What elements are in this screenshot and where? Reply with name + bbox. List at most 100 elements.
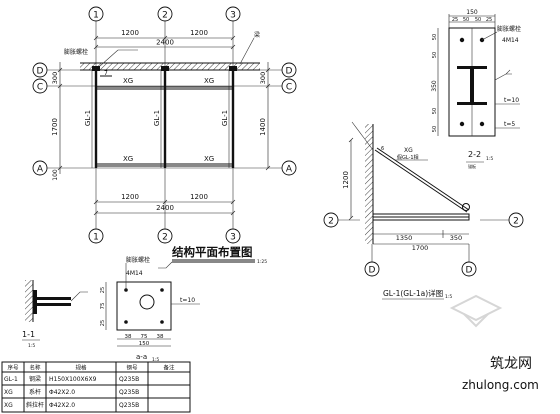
s22-bolt-spec: 4M14 bbox=[502, 37, 519, 44]
s22-t10: t=10 bbox=[504, 97, 519, 104]
s22-dim-s1: 50 bbox=[432, 34, 438, 40]
plate-dim-b1: 38 bbox=[125, 334, 132, 340]
svg-text:斜拉杆: 斜拉杆 bbox=[26, 401, 44, 409]
plan-dims-bottom: 1200 1200 2400 bbox=[93, 193, 236, 216]
svg-text:C: C bbox=[286, 83, 292, 93]
plan-view: 1 2 3 1 2 3 D C bbox=[32, 6, 297, 265]
plate-outline bbox=[116, 281, 172, 331]
label-xg-4: XG bbox=[204, 155, 214, 163]
s22-t5: t=5 bbox=[504, 121, 515, 128]
dim-bay-1-bottom: 1200 bbox=[121, 193, 139, 201]
elev-member-label: XG bbox=[404, 147, 413, 154]
label-xg-2: XG bbox=[204, 77, 214, 85]
plan-dims-top: 1200 1200 2400 bbox=[93, 29, 236, 50]
s22-dim-t3: 50 bbox=[475, 17, 481, 23]
elev-weld: 6 bbox=[381, 146, 384, 152]
s22-bolt-label: 膨胀螺栓 bbox=[497, 25, 521, 33]
plan-title: 结构平面布置图 bbox=[171, 245, 253, 259]
plan-scale: 1:25 bbox=[257, 259, 267, 265]
elev-scale: 1:5 bbox=[445, 294, 452, 300]
svg-text:3: 3 bbox=[230, 233, 236, 243]
wall-hatch bbox=[80, 63, 260, 70]
svg-text:Φ42X2.0: Φ42X2.0 bbox=[49, 389, 75, 396]
plate-dim-s1: 25 bbox=[100, 287, 106, 293]
plate-dim-total: 150 bbox=[139, 341, 150, 347]
grid-bubble-bottom-3: 3 bbox=[225, 228, 241, 244]
s22-scale: 1:5 bbox=[486, 156, 493, 162]
elev-dim-b: 350 bbox=[450, 234, 462, 242]
svg-text:Q235B: Q235B bbox=[119, 402, 139, 409]
plate-dim-b3: 38 bbox=[157, 334, 164, 340]
svg-text:2: 2 bbox=[162, 233, 168, 243]
grid-bubble-left-a: A bbox=[32, 160, 48, 176]
elev-dim-a: 1350 bbox=[396, 234, 413, 242]
plan-dims-left: 300 1700 100 bbox=[51, 62, 63, 181]
svg-text:GL-1: GL-1 bbox=[4, 376, 18, 383]
svg-text:2: 2 bbox=[162, 11, 168, 21]
label-gl1-1: GL-1 bbox=[84, 110, 92, 126]
svg-text:D: D bbox=[37, 67, 44, 77]
grid-bubble-bottom-2: 2 bbox=[157, 228, 173, 244]
svg-text:3: 3 bbox=[230, 11, 236, 21]
svg-text:Φ42X2.0: Φ42X2.0 bbox=[49, 402, 75, 409]
dim-bay-1: 1200 bbox=[121, 29, 139, 37]
elev-member-note: 假GL-1相 bbox=[397, 154, 419, 161]
grid-bubble-right-a: A bbox=[281, 160, 297, 176]
grid-bubble-top-1: 1 bbox=[88, 6, 104, 22]
elev-section-bubble-right: 2 bbox=[508, 212, 524, 228]
svg-text:Q235B: Q235B bbox=[119, 389, 139, 396]
plate-bolt-label: 膨胀螺栓 bbox=[126, 256, 150, 264]
elev-dim-total: 1700 bbox=[412, 244, 429, 252]
dim-bay-2-bottom: 1200 bbox=[190, 193, 208, 201]
table-header-steel: 钢号 bbox=[126, 364, 138, 372]
plate-bolt-spec: 4M14 bbox=[126, 270, 143, 277]
svg-text:系杆: 系杆 bbox=[29, 388, 41, 396]
svg-text:D: D bbox=[369, 266, 376, 276]
plan-dims-right: 300 1400 bbox=[259, 62, 271, 171]
s22-dim-s2: 50 bbox=[432, 52, 438, 58]
svg-text:C: C bbox=[37, 83, 43, 93]
dim-bay-2: 1200 bbox=[190, 29, 208, 37]
s22-dim-t1: 25 bbox=[452, 17, 458, 23]
s22-dim-s3: 350 bbox=[431, 80, 438, 92]
svg-text:D: D bbox=[286, 67, 293, 77]
s11-title: 1-1 bbox=[22, 330, 35, 339]
label-xg-3: XG bbox=[123, 155, 133, 163]
elev-grid-bubble-d1: D bbox=[364, 261, 380, 277]
elev-dim-h: 1200 bbox=[342, 171, 350, 189]
watermark-cn: 筑龙网 bbox=[490, 356, 532, 372]
grid-bubble-top-3: 3 bbox=[225, 6, 241, 22]
s22-plate-label: 锚板 bbox=[468, 163, 476, 169]
material-table: 序号 名称 规格 钢号 备注 GL-1 钢梁 H150X100X6X9 Q235… bbox=[1, 361, 191, 413]
svg-text:A: A bbox=[37, 165, 44, 175]
section-2-2: 150 25 50 50 25 50 50 350 50 50 膨胀螺栓 4M1… bbox=[431, 9, 521, 169]
svg-text:XG: XG bbox=[4, 402, 13, 409]
section-1-1: 1-1 1:5 bbox=[22, 280, 88, 349]
watermark-en: zhulong.com bbox=[462, 378, 539, 392]
s22-dim-s5: 50 bbox=[432, 126, 438, 132]
svg-text:2: 2 bbox=[513, 217, 519, 227]
grid-bubble-left-d: D bbox=[32, 62, 48, 78]
dim-right-1400: 1400 bbox=[259, 118, 267, 136]
svg-text:H150X100X6X9: H150X100X6X9 bbox=[49, 376, 97, 383]
label-xg-1: XG bbox=[123, 77, 133, 85]
dim-left-300: 300 bbox=[51, 72, 59, 84]
s22-dim-t4: 25 bbox=[486, 17, 492, 23]
svg-text:A: A bbox=[286, 165, 293, 175]
s22-dim-s4: 50 bbox=[432, 108, 438, 114]
svg-text:1: 1 bbox=[93, 233, 99, 243]
table-header-name: 名称 bbox=[29, 364, 41, 372]
plate-detail: 膨胀螺栓 4M14 t=10 25 75 25 38 75 38 150 a-a… bbox=[100, 256, 200, 363]
s22-dim-total: 150 bbox=[466, 9, 478, 16]
plate-dim-s2: 75 bbox=[100, 302, 106, 309]
svg-text:XG: XG bbox=[4, 389, 13, 396]
elev-diagonal-rod bbox=[374, 149, 468, 213]
s22-dim-t2: 50 bbox=[463, 17, 469, 23]
watermark-logo-icon bbox=[449, 294, 503, 328]
s11-scale: 1:5 bbox=[28, 343, 35, 349]
plate-title: a-a bbox=[136, 353, 147, 361]
table-header-no: 序号 bbox=[7, 364, 19, 372]
table-row: GL-1 钢梁 H150X100X6X9 Q235B bbox=[4, 375, 139, 383]
dim-right-300: 300 bbox=[259, 72, 267, 84]
dim-total-top: 2400 bbox=[156, 39, 174, 47]
